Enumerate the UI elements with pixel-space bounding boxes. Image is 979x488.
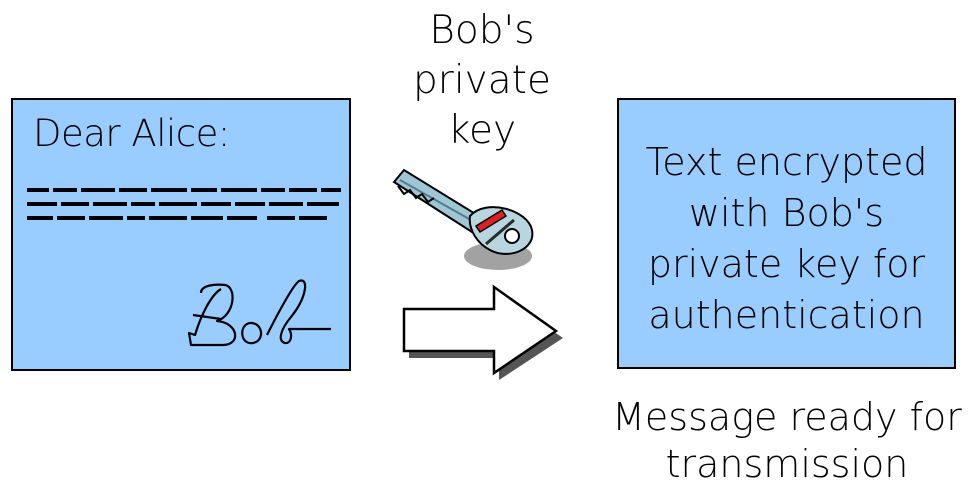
key-label-line: private [413,58,551,103]
key-label-line: key [447,108,517,153]
letter-greeting: Dear Alice: [33,112,230,155]
plaintext-letter-box: Dear Alice: [11,98,351,371]
result-caption: Message ready for transmission [595,394,979,488]
result-line: private key for [647,242,926,286]
caption-line: Message ready for [612,395,962,439]
right-arrow-icon [402,284,563,380]
result-line: with Bob's [688,191,885,235]
encrypted-text-description: Text encrypted with Bob's private key fo… [619,137,954,341]
result-line: authentication [648,293,925,337]
key-label: Bob's private key [390,6,574,156]
key-icon [392,168,534,270]
result-line: Text encrypted [645,140,928,184]
caption-line: transmission [665,442,909,486]
key-label-line: Bob's [429,8,535,53]
signature-scribble [187,279,331,347]
encrypted-text-box: Text encrypted with Bob's private key fo… [617,98,956,369]
letter-body-scribble [27,188,341,220]
